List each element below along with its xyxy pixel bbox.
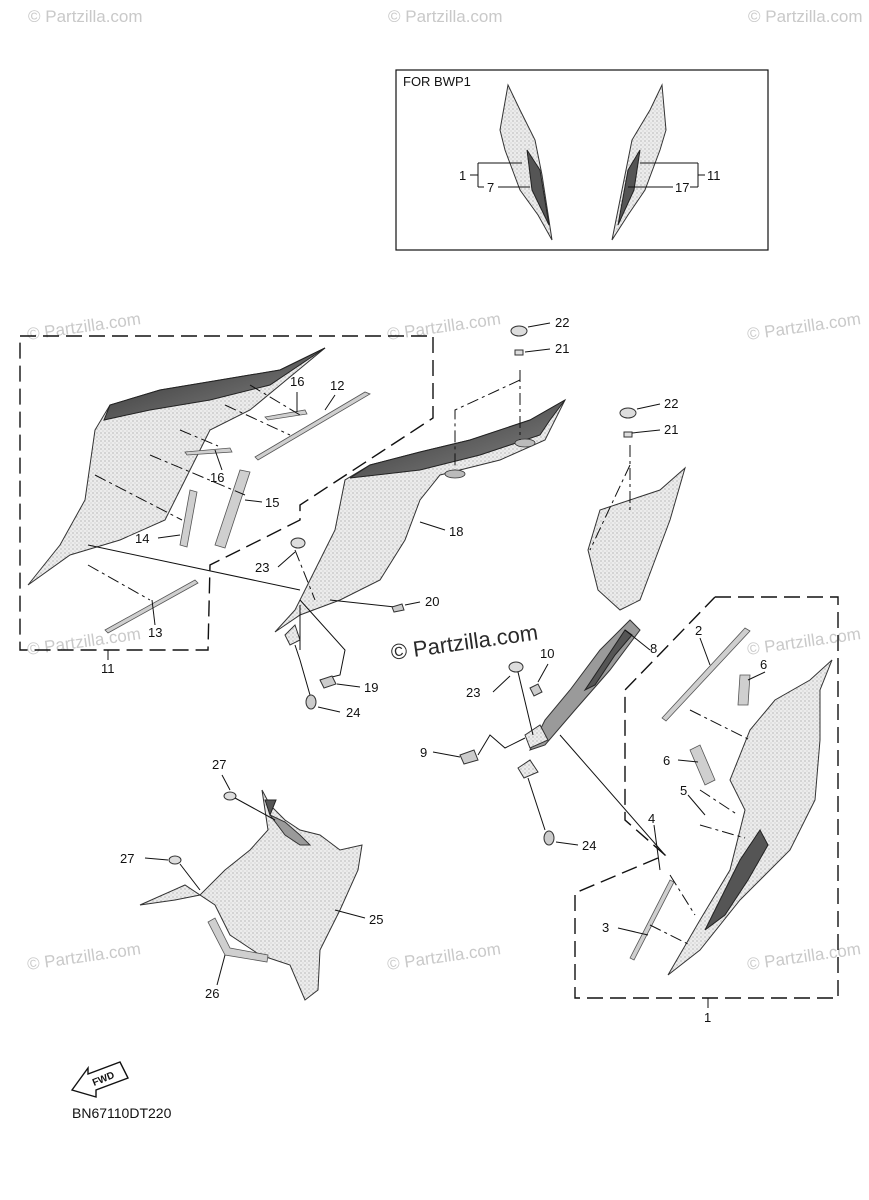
center-watermark: © Partzilla.com — [389, 620, 539, 665]
right-cowl-leaders — [617, 637, 766, 946]
strip-15 — [214, 469, 251, 549]
callout-24-left: 24 — [346, 705, 360, 720]
callout-1: 1 — [704, 1010, 711, 1025]
callout-21-right: 21 — [664, 422, 678, 437]
lower-cowl-25 — [139, 774, 366, 1001]
callout-5: 5 — [680, 783, 687, 798]
callout-16-top: 16 — [290, 374, 304, 389]
strip-6a — [737, 674, 751, 706]
screw-23-a — [290, 537, 306, 549]
strip-16a — [264, 409, 308, 421]
callout-6-top: 6 — [760, 657, 767, 672]
inset-label-17: 17 — [675, 180, 689, 195]
callout-labels: 22 21 22 21 16 12 16 15 18 14 23 20 13 1… — [101, 315, 767, 1025]
callout-8: 8 — [650, 641, 657, 656]
watermark-text: © Partzilla.com — [386, 939, 502, 974]
inner-bracket-8 — [517, 403, 686, 779]
callout-19: 19 — [364, 680, 378, 695]
callout-12: 12 — [330, 378, 344, 393]
watermark-text: © Partzilla.com — [746, 309, 862, 344]
strip-3 — [629, 879, 675, 961]
inset-title: FOR BWP1 — [403, 74, 471, 89]
assembly-1-frame — [574, 596, 839, 999]
assembly-11-frame — [19, 335, 434, 651]
inset-label-1: 1 — [459, 168, 466, 183]
clip-10 — [529, 683, 543, 697]
strip-16b — [184, 447, 233, 456]
inset-frame — [395, 69, 769, 251]
callout-4: 4 — [648, 811, 655, 826]
callout-13: 13 — [148, 625, 162, 640]
fwd-arrow: FWD — [70, 1061, 129, 1098]
clip-19 — [319, 675, 337, 689]
clip-27-a — [223, 791, 237, 801]
inset-label-7: 7 — [487, 180, 494, 195]
watermark-text: © Partzilla.com — [746, 624, 862, 659]
left-cowl-leaders — [87, 384, 336, 626]
watermark-text: © Partzilla.com — [26, 939, 142, 974]
callout-22-top: 22 — [555, 315, 569, 330]
screw-22-a — [510, 325, 528, 337]
watermark-text: © Partzilla.com — [386, 309, 502, 344]
callout-25: 25 — [369, 912, 383, 927]
callout-3: 3 — [602, 920, 609, 935]
diagram-code: BN67110DT220 — [72, 1105, 172, 1121]
watermark-text: © Partzilla.com — [26, 309, 142, 344]
callout-9: 9 — [420, 745, 427, 760]
nut-21-a — [514, 349, 524, 356]
watermark-text: © Partzilla.com — [26, 624, 142, 659]
fasteners-top — [277, 322, 551, 713]
callout-18: 18 — [449, 524, 463, 539]
callout-21-top: 21 — [555, 341, 569, 356]
callout-27-left: 27 — [120, 851, 134, 866]
callout-24-mid: 24 — [582, 838, 596, 853]
watermark-text: © Partzilla.com — [748, 7, 863, 26]
fwd-arrow-icon — [70, 1061, 129, 1098]
watermark-text: © Partzilla.com — [746, 939, 862, 974]
grommet-24-a — [305, 694, 317, 710]
right-side-cowl — [629, 627, 833, 976]
inner-panel-18 — [274, 398, 567, 646]
callout-15: 15 — [265, 495, 279, 510]
nut-21-b — [623, 431, 633, 438]
callout-14: 14 — [135, 531, 149, 546]
clip-20 — [391, 603, 405, 613]
clip-9 — [459, 749, 479, 765]
callout-2: 2 — [695, 623, 702, 638]
strip-12 — [254, 391, 371, 461]
screw-22-b — [619, 407, 637, 419]
callout-11: 11 — [101, 661, 115, 676]
strip-2 — [661, 627, 751, 722]
clip-27-b — [168, 855, 182, 865]
bracket-8-fasteners — [432, 661, 666, 856]
callout-20: 20 — [425, 594, 439, 609]
callout-16-mid: 16 — [210, 470, 224, 485]
strip-14 — [179, 489, 198, 548]
grommet-24-b — [543, 830, 555, 846]
inset-left-strip — [526, 149, 550, 226]
strip-6b — [689, 744, 716, 786]
callout-26: 26 — [205, 986, 219, 1001]
callout-6-mid: 6 — [663, 753, 670, 768]
pad-26 — [207, 917, 269, 963]
inset-bwp1: FOR BWP1 1 7 17 11 — [395, 69, 769, 251]
watermark-text: © Partzilla.com — [388, 7, 503, 26]
callout-10: 10 — [540, 646, 554, 661]
screw-23-b — [508, 661, 524, 673]
callout-22-right: 22 — [664, 396, 678, 411]
callout-23-mid: 23 — [466, 685, 480, 700]
strip-13 — [104, 579, 199, 634]
inset-label-11: 11 — [707, 168, 721, 183]
watermark-text: © Partzilla.com — [28, 7, 143, 26]
callout-27-top: 27 — [212, 757, 226, 772]
callout-23-left: 23 — [255, 560, 269, 575]
